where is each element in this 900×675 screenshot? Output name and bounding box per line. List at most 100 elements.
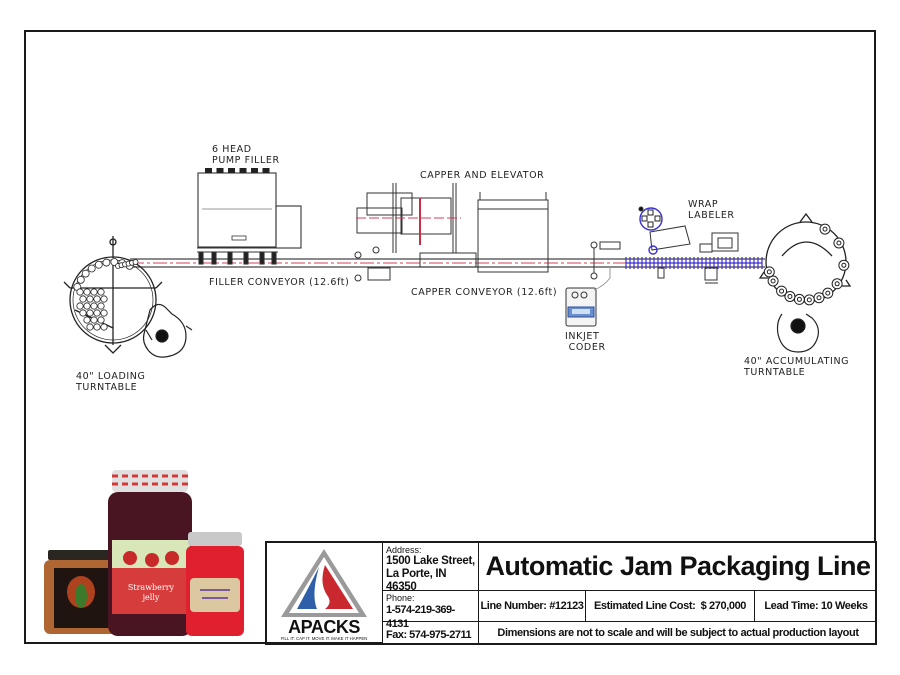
filler-leg (271, 251, 277, 265)
accumulating-turntable-jars (763, 223, 850, 306)
jar (79, 309, 87, 317)
fax-number: Fax: 574-975-2711 (386, 629, 472, 641)
jar (90, 302, 98, 310)
jar (90, 288, 98, 296)
jar (76, 288, 84, 296)
lead-time: Lead Time: 10 Weeks (764, 600, 868, 612)
svg-text:jelly: jelly (142, 593, 160, 602)
layout-drawing (63, 168, 852, 358)
label-loading-turntable: 40" LOADING TURNTABLE (76, 371, 146, 393)
jar-inner (816, 295, 822, 301)
jar (90, 316, 98, 324)
address-line-1: 1500 Lake Street, (386, 555, 475, 567)
jar (132, 259, 139, 265)
jar (93, 323, 101, 331)
label-filler-conveyor: FILLER CONVEYOR (12.6ft) (209, 277, 350, 288)
label-accumulating-turntable: 40" ACCUMULATING TURNTABLE (744, 356, 850, 378)
address-label: Address: (386, 545, 422, 555)
jar (100, 323, 108, 331)
jar-inner (836, 240, 842, 246)
operator-loading (142, 303, 193, 358)
address-line-2: La Porte, IN 46350 (386, 568, 447, 593)
jar (100, 295, 108, 303)
estimated-cost-cell: Estimated Line Cost: $ 270,000 (586, 591, 755, 622)
wrap-labeler (638, 206, 739, 284)
operator-accumulating (776, 313, 819, 353)
red-jelly-jar (186, 532, 244, 636)
jar (76, 302, 84, 310)
filler-leg (198, 251, 204, 265)
filler-nozzle (205, 168, 212, 173)
company-name: APACKS (288, 617, 360, 637)
fax-cell: Fax: 574-975-2711 (383, 622, 479, 643)
jar (81, 269, 90, 278)
jar-inner (841, 262, 847, 268)
svg-text:Strawberry: Strawberry (128, 583, 175, 592)
jar (87, 264, 96, 273)
disclaimer-text: Dimensions are not to scale and will be … (497, 626, 859, 639)
jar-inner (834, 281, 840, 287)
label-pump-filler: 6 HEAD PUMP FILLER (212, 144, 280, 166)
filler-nozzle (251, 168, 258, 173)
jar (110, 258, 119, 266)
filler-nozzle (262, 168, 270, 173)
filler-leg (211, 251, 217, 265)
jar (86, 323, 94, 331)
company-tagline: FILL IT. CAP IT. MOVE IT. MAKE IT HAPPEN (281, 636, 368, 641)
pump-filler (197, 168, 302, 265)
jar (83, 316, 91, 324)
jar (79, 295, 87, 303)
jar-inner (825, 290, 831, 296)
address-cell: Address: 1500 Lake Street, La Porte, IN … (383, 543, 479, 593)
jar (97, 316, 105, 324)
phone-number: 1-574-219-369-4131 (386, 604, 455, 630)
jar (93, 309, 101, 317)
jar-inner (796, 296, 802, 302)
jar-inner (787, 293, 793, 299)
company-logo-cell: APACKS FILL IT. CAP IT. MOVE IT. MAKE IT… (267, 543, 383, 643)
jar (102, 258, 111, 267)
label-capper-conveyor: CAPPER CONVEYOR (12.6ft) (411, 287, 558, 298)
jar-inner (766, 269, 772, 275)
jar (83, 302, 91, 310)
jar-inner (770, 278, 776, 284)
label-inkjet-coder: INKJET CODER (565, 331, 606, 353)
jar-inner (822, 226, 828, 232)
loading-turntable-jars (73, 258, 139, 331)
jar (93, 295, 101, 303)
honey-jar (44, 550, 118, 634)
filler-leg (243, 251, 249, 265)
jar (94, 260, 103, 269)
apacks-logo-icon: APACKS FILL IT. CAP IT. MOVE IT. MAKE IT… (281, 549, 368, 641)
line-number: Line Number: #12123 (480, 600, 584, 612)
title-block: APACKS FILL IT. CAP IT. MOVE IT. MAKE IT… (265, 541, 877, 645)
jam-jars-image: Strawberry jelly (44, 470, 244, 636)
jar (86, 295, 94, 303)
jar (86, 309, 94, 317)
phone-label: Phone: (386, 593, 415, 603)
phone-cell: Phone: 1-574-219-369-4131 (383, 591, 479, 630)
document-title: Automatic Jam Packaging Line (485, 551, 871, 581)
filler-leg (259, 251, 265, 265)
strawberry-jelly-jar: Strawberry jelly (108, 470, 192, 636)
jar (76, 275, 85, 284)
filler-leg (227, 251, 233, 265)
inkjet-coder (565, 266, 611, 327)
jar (97, 302, 105, 310)
disclaimer-cell: Dimensions are not to scale and will be … (479, 622, 877, 643)
capper-and-elevator (354, 183, 621, 282)
filler-nozzle (239, 168, 247, 173)
jar (83, 288, 91, 296)
labeler-conveyor-segment (625, 257, 763, 269)
label-wrap-labeler: WRAP LABELER (688, 199, 735, 221)
label-capper-elevator: CAPPER AND ELEVATOR (420, 170, 545, 181)
line-number-cell: Line Number: #12123 (479, 591, 586, 622)
filler-nozzle (228, 168, 235, 173)
jar-inner (806, 297, 812, 303)
title-cell: Automatic Jam Packaging Line (479, 543, 877, 591)
filler-nozzle (216, 168, 224, 173)
lead-time-cell: Lead Time: 10 Weeks (755, 591, 877, 622)
estimated-line-cost: Estimated Line Cost: $ 270,000 (593, 600, 747, 612)
jar-inner (779, 288, 785, 294)
jar (97, 288, 105, 296)
